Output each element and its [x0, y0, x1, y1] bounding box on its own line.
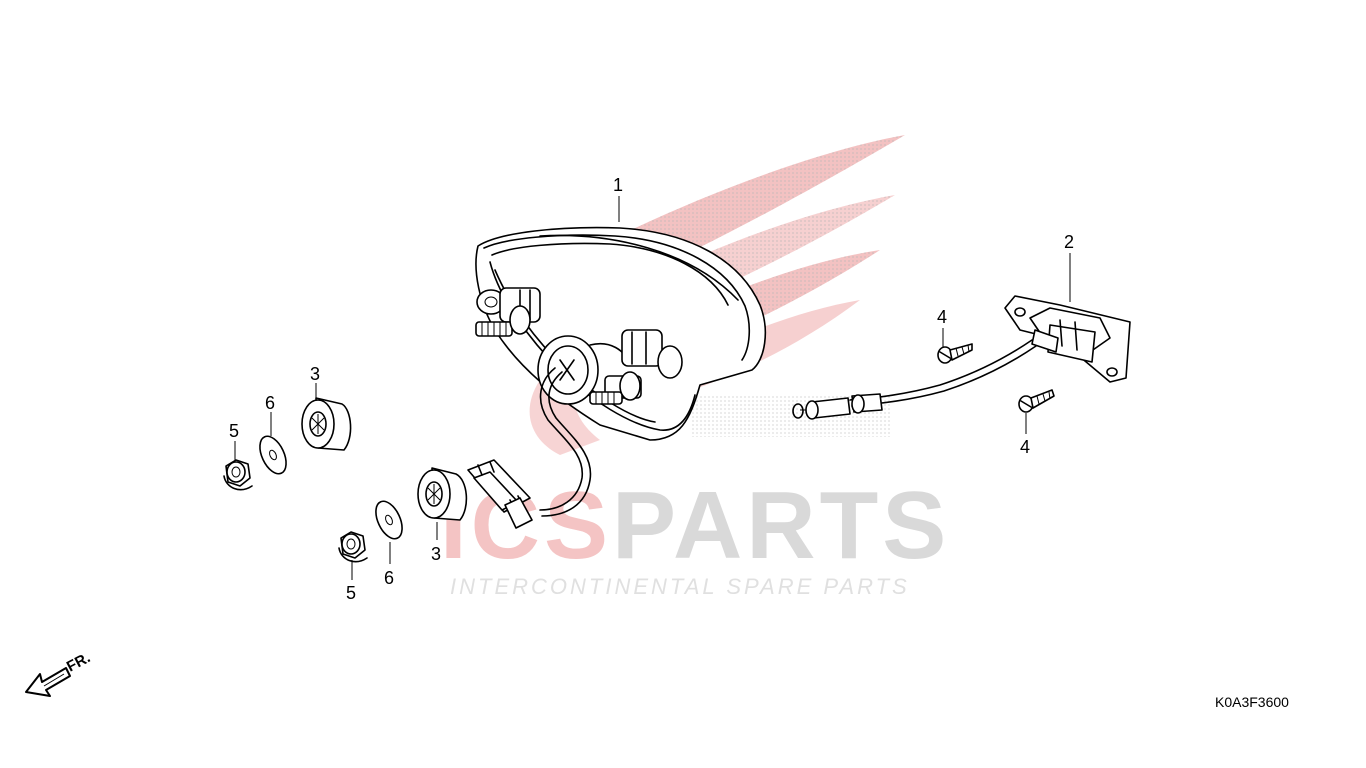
tail-light-assembly — [475, 226, 767, 517]
washer-lower — [375, 500, 403, 540]
tapping-screw-lower — [1018, 389, 1055, 413]
callout-leaders — [234, 196, 1071, 580]
bulb-socket-right — [621, 329, 683, 379]
harness-connector — [467, 459, 533, 529]
tapping-screw-upper — [937, 343, 973, 364]
callout-tail-light[interactable]: 1 — [613, 175, 623, 195]
callout-screw-upper[interactable]: 4 — [937, 307, 947, 327]
watermark-brand-suffix: PARTS — [612, 472, 950, 579]
washer-upper — [259, 435, 287, 475]
callout-nut-lower[interactable]: 5 — [346, 583, 356, 603]
callout-license-light[interactable]: 2 — [1064, 232, 1074, 252]
front-arrow-icon — [25, 667, 71, 697]
rubber-grommet-lower — [417, 467, 468, 521]
bulb-socket-center — [537, 335, 642, 405]
callout-washer-upper[interactable]: 6 — [265, 393, 275, 413]
callout-washer-lower[interactable]: 6 — [384, 568, 394, 588]
flange-nut-lower — [338, 531, 368, 563]
callout-nut-upper[interactable]: 5 — [229, 421, 239, 441]
watermark-tagline: INTERCONTINENTAL SPARE PARTS — [450, 574, 910, 599]
front-marker: FR. — [25, 649, 93, 697]
svg-text:ICSPARTS: ICSPARTS — [440, 472, 950, 579]
callout-rubber-upper[interactable]: 3 — [310, 364, 320, 384]
callout-screw-lower[interactable]: 4 — [1020, 437, 1030, 457]
callout-rubber-lower[interactable]: 3 — [431, 544, 441, 564]
rubber-grommet-upper — [301, 397, 352, 451]
watermark-brand-prefix: ICS — [440, 472, 612, 579]
diagram-code: K0A3F3600 — [1215, 694, 1289, 710]
flange-nut-upper — [223, 459, 253, 491]
bulb-socket-left — [475, 287, 541, 337]
license-light-assembly — [792, 295, 1131, 420]
